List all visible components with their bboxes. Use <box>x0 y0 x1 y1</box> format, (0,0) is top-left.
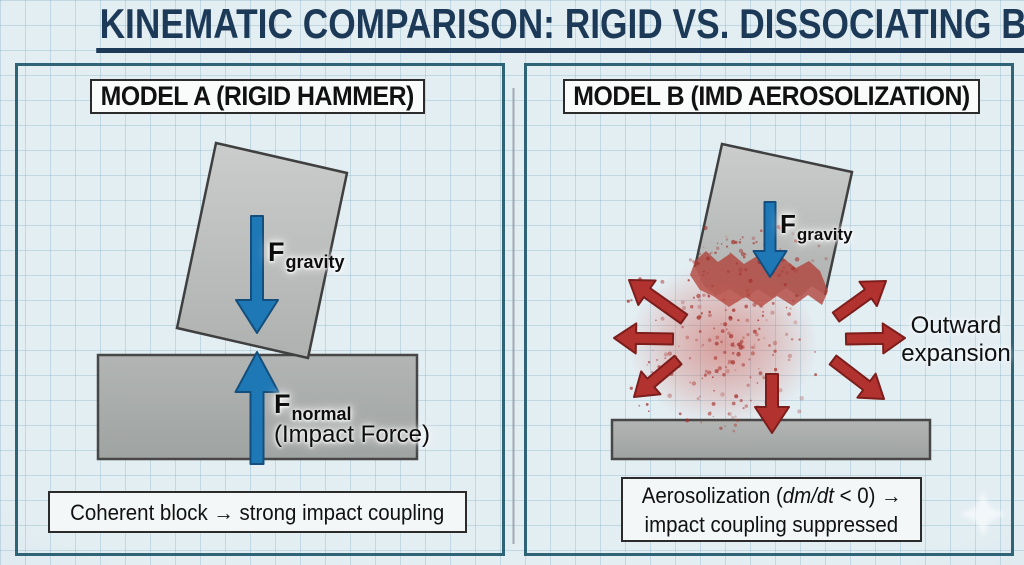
heading-box-model-a: MODEL A (RIGID HAMMER) <box>90 79 425 114</box>
red-expansion-arrow <box>628 279 689 325</box>
impact-force-sublabel: (Impact Force) <box>274 421 431 448</box>
red-expansion-arrow <box>633 354 683 398</box>
heading-model-b: MODEL B (IMD AEROSOLIZATION) <box>573 81 970 111</box>
blue-force-arrow <box>235 215 279 334</box>
caption-a-text: Coherent block → strong impact coupling <box>70 499 445 525</box>
caption-box-a: Coherent block → strong impact coupling <box>48 491 467 533</box>
outward-expansion-label: Outward expansion <box>901 312 1011 367</box>
dissociating-block-b-outline <box>693 142 854 296</box>
main-title: KINEMATIC COMPARISON: RIGID VS. DISSOCIA… <box>96 3 1024 53</box>
heading-model-a: MODEL A (RIGID HAMMER) <box>100 81 415 111</box>
blue-force-arrow <box>234 351 280 465</box>
force-arrows <box>234 201 906 465</box>
red-expansion-arrow <box>754 373 790 434</box>
caption-box-b: Aerosolization (dm/dt < 0) → impact coup… <box>621 477 922 542</box>
blue-force-arrow <box>752 201 788 278</box>
caption-b-line2: impact coupling suppressed <box>644 511 899 537</box>
heading-box-model-b: MODEL B (IMD AEROSOLIZATION) <box>563 79 980 114</box>
caption-b-line1: Aerosolization (dm/dt < 0) → <box>641 482 902 508</box>
normal-force-label-a: Fnormal (Impact Force) <box>274 389 431 448</box>
dmdt-term: dm/dt <box>782 482 834 508</box>
debris-particles <box>626 225 828 433</box>
red-expansion-arrow <box>828 354 885 400</box>
panel-model-a <box>15 63 505 556</box>
gravity-force-label-a: Fgravity <box>268 237 345 272</box>
red-expansion-arrow <box>831 280 887 323</box>
red-expansion-arrow <box>844 322 906 355</box>
watermark-sparkle-icon <box>960 491 1006 537</box>
gravity-force-label-b: Fgravity <box>780 209 853 244</box>
red-expansion-arrow <box>613 322 675 355</box>
main-title-wrap: KINEMATIC COMPARISON: RIGID VS. DISSOCIA… <box>0 3 1024 53</box>
panel-model-b <box>524 63 1014 556</box>
